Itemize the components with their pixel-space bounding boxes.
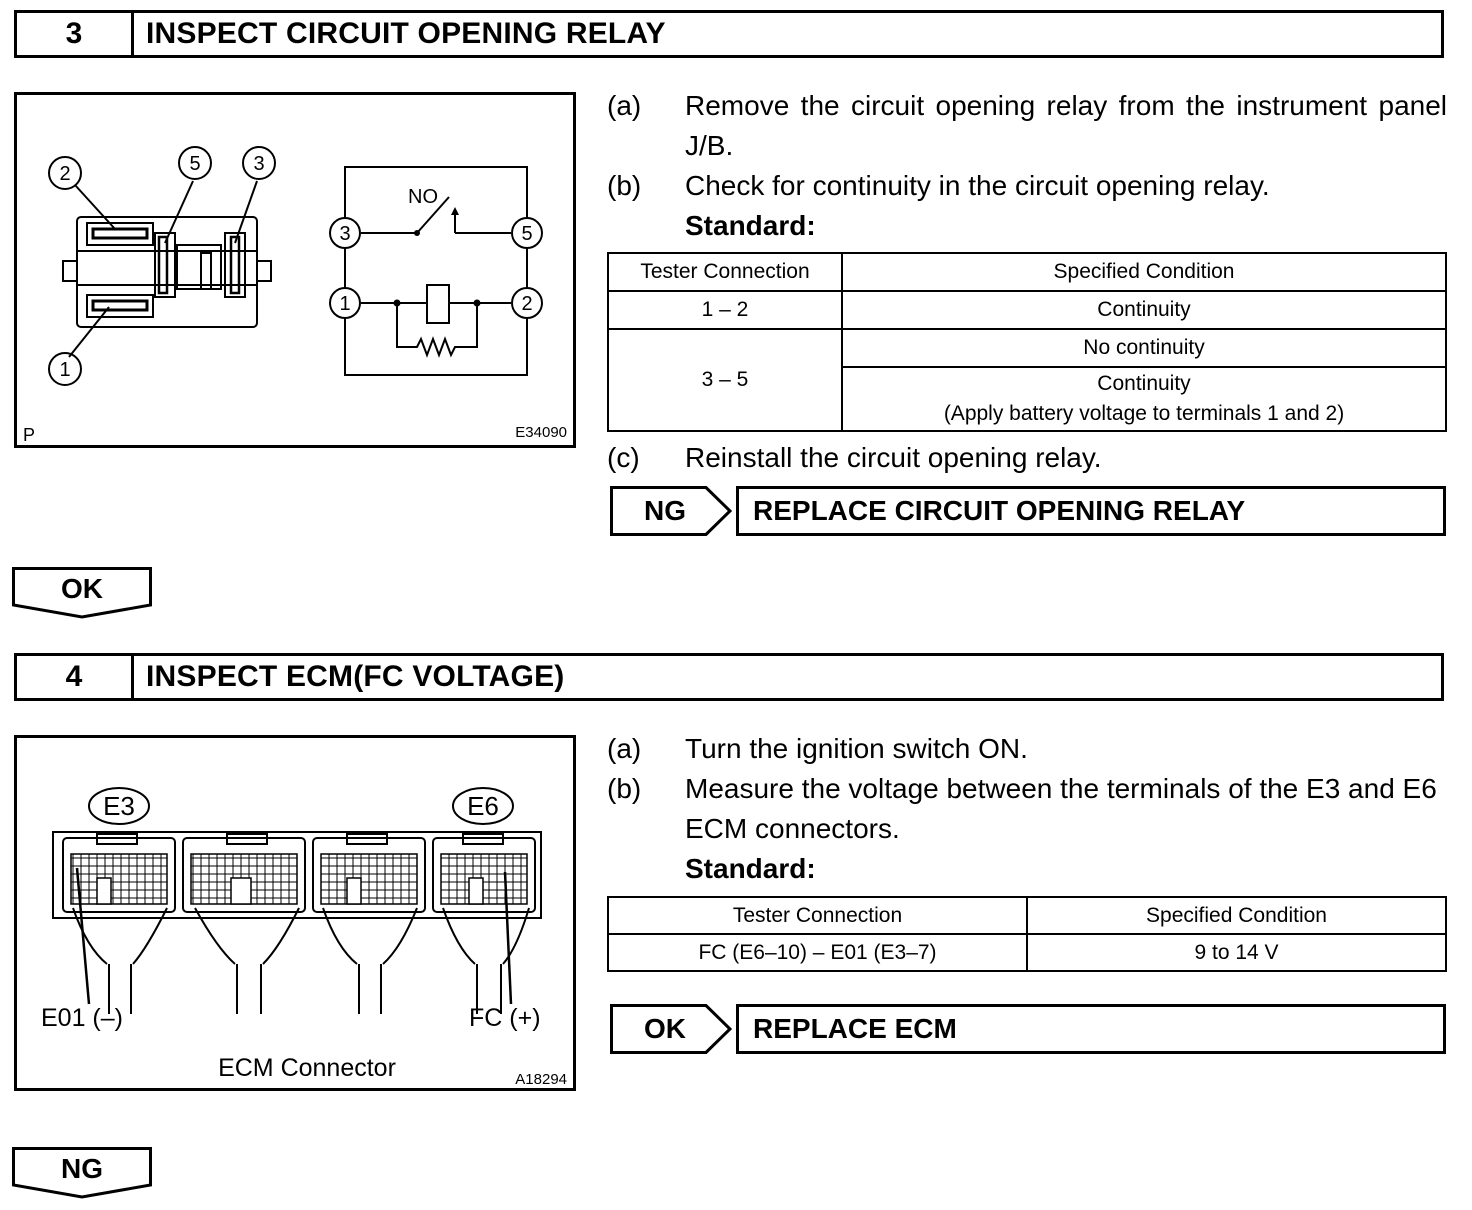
step-4-header: 4 INSPECT ECM(FC VOLTAGE)	[14, 653, 1444, 701]
instruction-item: (a) Turn the ignition switch ON.	[607, 729, 1447, 769]
instruction-text: Check for continuity in the circuit open…	[685, 170, 1270, 201]
pin-callout-1: 1	[59, 359, 70, 381]
ecm-figure: E3 E6 E01 (–) FC (+) ECM Connector A1829…	[14, 735, 576, 1091]
result-action: REPLACE ECM	[736, 1004, 1446, 1054]
pin-callout-5: 5	[189, 153, 200, 175]
instruction-item: (a) Remove the circuit opening relay fro…	[607, 86, 1447, 166]
figure-caption: ECM Connector	[218, 1054, 396, 1082]
ok-tag: OK	[610, 1004, 732, 1054]
step-title: INSPECT ECM(FC VOLTAGE)	[146, 660, 565, 693]
instruction-text: Turn the ignition switch ON.	[685, 733, 1028, 764]
table-cell: No continuity	[841, 328, 1447, 368]
table-header-row: Tester Connection Specified Condition	[607, 896, 1447, 935]
step-3-header: 3 INSPECT CIRCUIT OPENING RELAY	[14, 10, 1444, 58]
step-3-instructions: (a) Remove the circuit opening relay fro…	[607, 86, 1447, 246]
step-number: 4	[17, 656, 134, 698]
step-4-spec-table: Tester Connection Specified Condition FC…	[607, 896, 1447, 972]
result-tag-label: OK	[644, 1013, 686, 1044]
result-tag-label: NG	[644, 495, 686, 526]
condition-text: Continuity	[1097, 372, 1191, 395]
table-cell: 3 – 5	[607, 328, 843, 432]
connector-e3-label: E3	[103, 791, 135, 821]
pin-callout-3: 3	[253, 153, 264, 175]
instruction-label: (a)	[607, 733, 642, 764]
table-row: 1 – 2 Continuity	[607, 290, 1447, 330]
step-4-instructions: (a) Turn the ignition switch ON. (b) Mea…	[607, 729, 1447, 889]
table-cell: 1 – 2	[607, 290, 843, 330]
table-header-row: Tester Connection Specified Condition	[607, 252, 1447, 292]
table-cell: 9 to 14 V	[1026, 933, 1447, 972]
relay-diagram: 2 5 3 1 3 5 1 2 NO P E34090	[23, 146, 567, 445]
standard-label: Standard:	[685, 853, 816, 884]
step-3-result: NG REPLACE CIRCUIT OPENING RELAY	[610, 486, 1446, 536]
switch-label: NO	[408, 186, 438, 208]
table-cell: Continuity (Apply battery voltage to ter…	[841, 366, 1447, 432]
circuit-pin-2: 2	[521, 293, 532, 315]
instruction-item: (b) Check for continuity in the circuit …	[607, 166, 1447, 206]
ng-flow-tag: NG	[12, 1147, 152, 1199]
ok-flow-tag: OK	[12, 567, 152, 619]
circuit-pin-5: 5	[521, 223, 532, 245]
table-header: Tester Connection	[607, 896, 1028, 935]
instruction-label: (b)	[607, 170, 642, 201]
instruction-label: (c)	[607, 442, 640, 473]
circuit-pin-3: 3	[339, 223, 350, 245]
arrow-tag-icon	[610, 1004, 732, 1054]
table-row: Continuity (Apply battery voltage to ter…	[608, 366, 1447, 432]
figure-code: A18294	[515, 1071, 567, 1088]
instruction-label: (a)	[607, 90, 642, 121]
table-header: Tester Connection	[607, 252, 843, 292]
flow-tag-label: OK	[61, 573, 103, 604]
instruction-text: Remove the circuit opening relay from th…	[685, 90, 1447, 161]
ecm-connector-diagram: E3 E6 E01 (–) FC (+) ECM Connector A1829…	[41, 787, 567, 1088]
terminal-e01-label: E01 (–)	[41, 1004, 123, 1032]
table-cell: Continuity	[841, 290, 1447, 330]
down-arrow-tag-icon	[12, 1147, 152, 1199]
step-number: 3	[17, 13, 134, 55]
down-arrow-tag-icon	[12, 567, 152, 619]
terminal-fc-label: FC (+)	[469, 1004, 541, 1032]
instruction-text: Reinstall the circuit opening relay.	[685, 442, 1102, 473]
pin-callout-2: 2	[59, 163, 70, 185]
ng-tag: NG	[610, 486, 732, 536]
connector-e6-label: E6	[467, 791, 499, 821]
figure-code: E34090	[515, 424, 567, 441]
flow-tag-label: NG	[61, 1153, 103, 1184]
step-3-spec-table: Tester Connection Specified Condition 1 …	[607, 252, 1447, 432]
circuit-pin-1: 1	[339, 293, 350, 315]
instruction-label: (b)	[607, 773, 642, 804]
instruction-item: (b) Measure the voltage between the term…	[607, 769, 1447, 849]
table-header: Specified Condition	[841, 252, 1447, 292]
instruction-text: Measure the voltage between the terminal…	[685, 773, 1437, 844]
table-cell: FC (E6–10) – E01 (E3–7)	[607, 933, 1028, 972]
condition-note: (Apply battery voltage to terminals 1 an…	[943, 402, 1345, 425]
step-3-instruction-c: (c) Reinstall the circuit opening relay.	[607, 438, 1447, 478]
table-row: FC (E6–10) – E01 (E3–7) 9 to 14 V	[607, 933, 1447, 972]
instruction-item: (c) Reinstall the circuit opening relay.	[607, 438, 1447, 478]
arrow-tag-icon	[610, 486, 732, 536]
standard-label: Standard:	[685, 210, 816, 241]
step-4-result: OK REPLACE ECM	[610, 1004, 1446, 1054]
relay-figure: 2 5 3 1 3 5 1 2 NO P E34090	[14, 92, 576, 448]
result-action: REPLACE CIRCUIT OPENING RELAY	[736, 486, 1446, 536]
corner-label: P	[23, 425, 35, 445]
table-header: Specified Condition	[1026, 896, 1447, 935]
step-title: INSPECT CIRCUIT OPENING RELAY	[146, 17, 666, 50]
table-row: 3 – 5 No continuity	[607, 328, 1447, 432]
